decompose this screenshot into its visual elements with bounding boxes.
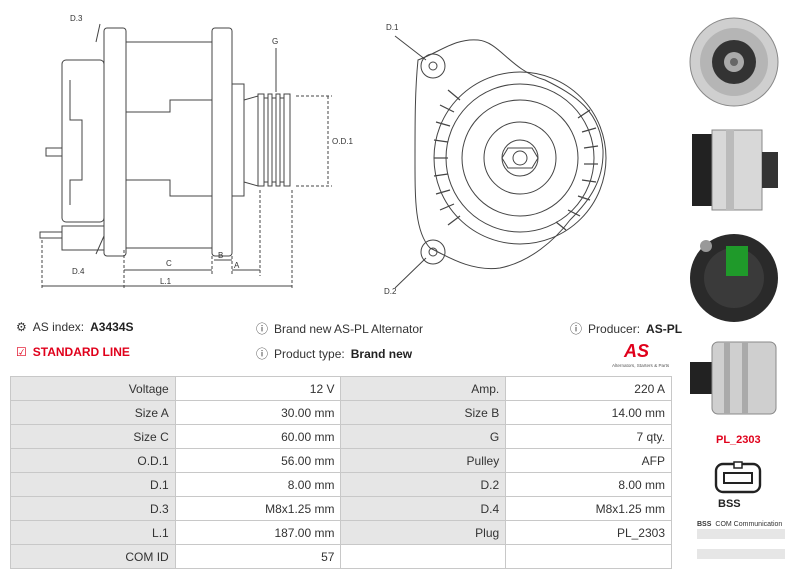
product-photos xyxy=(682,0,800,575)
spec-label: Size B xyxy=(340,400,507,425)
info-icon: ⓘ xyxy=(570,322,583,336)
front-view xyxy=(394,35,607,289)
spec-label: Plug xyxy=(340,520,507,545)
label-c: C xyxy=(166,259,172,268)
label-d1: D.1 xyxy=(386,23,399,32)
gear-icon: ⚙ xyxy=(16,320,27,334)
label-a: A xyxy=(234,261,240,270)
spec-value: 30.00 mm xyxy=(174,400,342,425)
as-pl-logo: AS Alternators, Starters & Parts xyxy=(612,341,670,368)
info-icon: ⓘ xyxy=(256,322,269,336)
logo-text: AS xyxy=(623,341,649,361)
spec-label xyxy=(340,544,507,569)
as-index: ⚙ AS index: A3434S xyxy=(16,320,134,334)
photo-rear xyxy=(690,234,778,322)
spec-label: D.2 xyxy=(340,472,507,497)
spec-value: 220 A xyxy=(505,376,672,401)
spec-value: M8x1.25 mm xyxy=(505,496,672,521)
spec-label: Size C xyxy=(10,424,176,449)
label-b: B xyxy=(218,251,223,260)
plug-icon xyxy=(714,461,762,494)
label-d4: D.4 xyxy=(72,267,85,276)
as-index-value: A3434S xyxy=(90,320,134,334)
legend-code: BSS xyxy=(697,520,712,528)
spec-label: Pulley xyxy=(340,448,507,473)
plug-code: PL_2303 xyxy=(716,434,761,446)
logo-subtitle: Alternators, Starters & Parts xyxy=(612,363,670,368)
spec-value: 56.00 mm xyxy=(174,448,342,473)
brand-new-info: ⓘ Brand new AS-PL Alternator xyxy=(256,320,423,337)
product-type: ⓘ Product type: Brand new xyxy=(256,345,412,362)
spec-label: COM ID xyxy=(10,544,176,569)
label-g: G xyxy=(272,37,278,46)
spec-label: L.1 xyxy=(10,520,176,545)
label-l1: L.1 xyxy=(160,277,172,286)
producer: ⓘ Producer: AS-PL xyxy=(570,320,682,337)
label-d3: D.3 xyxy=(70,14,83,23)
bss-label: BSS xyxy=(718,498,741,510)
product-type-value: Brand new xyxy=(350,346,413,361)
spec-value: 187.00 mm xyxy=(174,520,342,545)
legend-text: COM Communication xyxy=(715,520,783,528)
label-od1: O.D.1 xyxy=(332,137,353,146)
spec-value: 8.00 mm xyxy=(174,472,342,497)
photo-front xyxy=(689,17,779,107)
label-d2: D.2 xyxy=(384,287,397,296)
spec-value: 8.00 mm xyxy=(505,472,672,497)
technical-drawing: D.3 G O.D.1 D.4 C B A L.1 D.1 D.2 xyxy=(39,14,607,296)
spec-value: PL_2303 xyxy=(505,520,672,545)
spec-value: 12 V xyxy=(174,376,342,401)
standard-line-label: STANDARD LINE xyxy=(32,345,130,359)
spec-value: AFP xyxy=(505,448,672,473)
side-view xyxy=(39,23,332,290)
spec-label: D.4 xyxy=(340,496,507,521)
spec-label: Voltage xyxy=(10,376,176,401)
info-icon: ⓘ xyxy=(256,347,269,361)
spec-label: G xyxy=(340,424,507,449)
spec-label: D.3 xyxy=(10,496,176,521)
photo-side xyxy=(692,129,778,211)
producer-label: Producer: xyxy=(588,321,641,336)
checkbox-icon: ☑ xyxy=(16,345,27,359)
brand-new-text: Brand new AS-PL Alternator xyxy=(274,321,423,336)
spec-value: M8x1.25 mm xyxy=(174,496,342,521)
product-type-label: Product type: xyxy=(274,346,345,361)
spec-label: O.D.1 xyxy=(10,448,176,473)
spec-value: 57 xyxy=(174,544,342,569)
producer-value: AS-PL xyxy=(646,321,683,336)
spec-value: 7 qty. xyxy=(505,424,672,449)
spec-value xyxy=(505,544,672,569)
spec-label: D.1 xyxy=(10,472,176,497)
spec-label: Size A xyxy=(10,400,176,425)
photo-angle xyxy=(690,341,777,415)
spec-value: 14.00 mm xyxy=(505,400,672,425)
spec-label: Amp. xyxy=(340,376,507,401)
standard-line: ☑ STANDARD LINE xyxy=(16,345,130,359)
spec-value: 60.00 mm xyxy=(174,424,342,449)
as-index-label: AS index: xyxy=(32,320,85,334)
